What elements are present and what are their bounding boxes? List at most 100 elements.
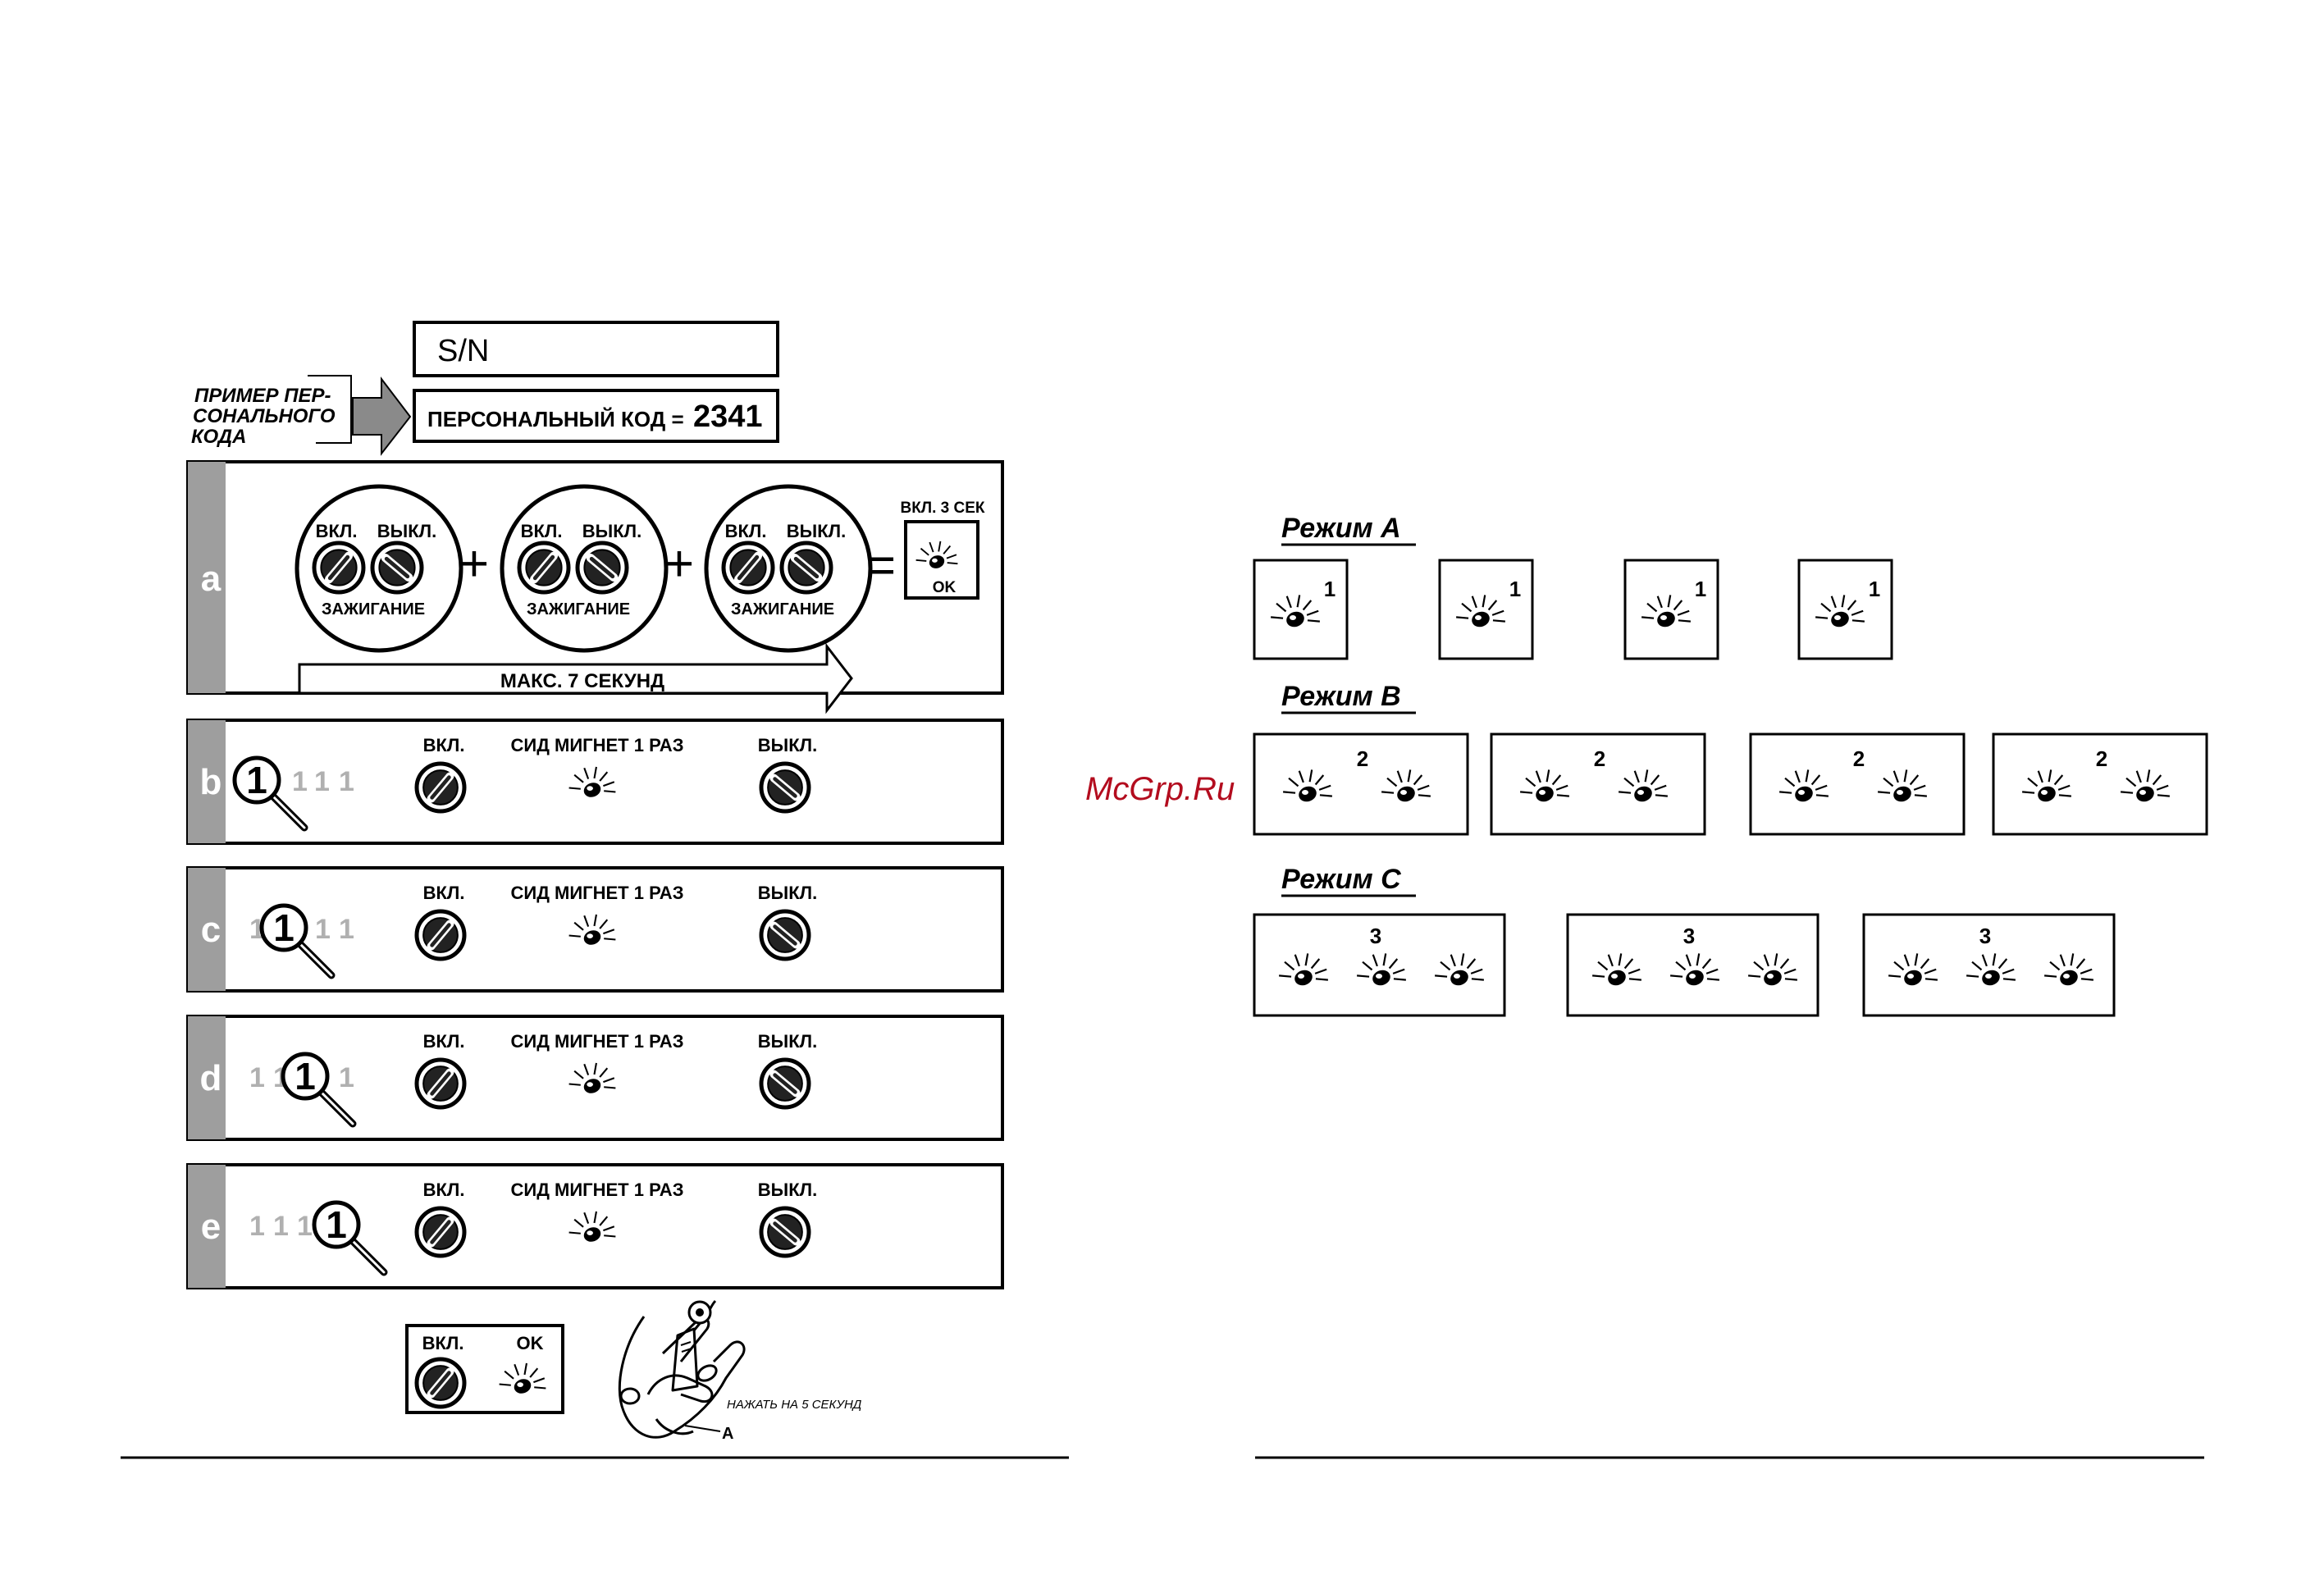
key-on-icon xyxy=(414,1357,467,1409)
ignition-switch-group: ВКЛ.ВЫКЛ.ЗАЖИГАНИЕ xyxy=(294,484,463,653)
blink-count: 1 xyxy=(1695,577,1706,601)
key-on-icon xyxy=(414,761,467,814)
led-flash-icon xyxy=(1279,953,1328,986)
press-caption: НАЖАТЬ НА 5 СЕКУНД xyxy=(727,1398,862,1412)
led-flash-icon xyxy=(1641,595,1691,627)
step-letter: c xyxy=(201,910,221,950)
led-flash-icon xyxy=(2044,953,2093,986)
mode-c-box: 3 xyxy=(1862,913,2116,1017)
led-flash-icon xyxy=(1271,595,1320,627)
key-on-icon xyxy=(414,1057,467,1110)
step-strip xyxy=(188,868,226,991)
key-off-icon xyxy=(759,1206,811,1258)
focused-digit: 1 xyxy=(246,759,267,801)
off-label: ВЫКЛ. xyxy=(758,1180,817,1200)
key-off-icon xyxy=(575,541,629,595)
led-flash-icon xyxy=(1878,769,1927,802)
magnifier-icon: 1 xyxy=(312,1200,388,1276)
step-strip xyxy=(188,720,226,843)
led-flash-icon xyxy=(1435,953,1484,986)
led-label: СИД МИГНЕТ 1 РАЗ xyxy=(511,883,684,903)
led-flash-icon xyxy=(568,766,616,797)
mode-b-box: 2 xyxy=(1253,732,1469,836)
led-flash-icon xyxy=(1670,953,1719,986)
led-flash-icon xyxy=(1888,953,1938,986)
step-letter: d xyxy=(200,1058,222,1098)
code-digit: 1 xyxy=(249,1211,265,1242)
on-label: ВКЛ. xyxy=(422,1333,464,1353)
off-label: ВЫКЛ. xyxy=(758,735,817,755)
hand-press-icon xyxy=(618,1299,746,1439)
serial-number-box xyxy=(413,321,779,377)
magnifier-icon: 1 xyxy=(232,755,308,832)
led-flash-icon xyxy=(2121,769,2170,802)
led-flash-icon xyxy=(1815,595,1865,627)
blink-box xyxy=(1438,559,1534,660)
code-digit: 1 xyxy=(339,766,354,797)
blink-count: 3 xyxy=(1370,924,1381,948)
on-label: ВКЛ. xyxy=(316,521,358,541)
key-off-icon xyxy=(370,541,424,595)
on-label: ВКЛ. xyxy=(521,521,563,541)
step-a-panel: aВКЛ.ВЫКЛ.ЗАЖИГАНИЕВКЛ.ВЫКЛ.ЗАЖИГАНИЕВКЛ… xyxy=(186,460,1004,714)
blink-box xyxy=(1797,559,1893,660)
focused-digit: 1 xyxy=(294,1055,316,1098)
pointer-arrow-icon xyxy=(352,376,412,456)
led-label: СИД МИГНЕТ 1 РАЗ xyxy=(511,735,684,755)
led-flash-icon xyxy=(1779,769,1829,802)
blink-count: 1 xyxy=(1869,577,1880,601)
focused-digit: 1 xyxy=(326,1203,347,1246)
focused-digit: 1 xyxy=(273,906,294,949)
personal-code-label: ПЕРСОНАЛЬНЫЙ КОД = xyxy=(427,407,684,431)
step-letter: a xyxy=(201,559,221,599)
mode-a-box: 1 xyxy=(1797,559,1893,660)
pointer-line xyxy=(684,1425,721,1432)
plus-sign: + xyxy=(664,536,694,592)
mode-a-box: 1 xyxy=(1438,559,1534,660)
ignition-switch-group: ВКЛ.ВЫКЛ.ЗАЖИГАНИЕ xyxy=(704,484,873,653)
timer-arrow-icon xyxy=(298,642,853,714)
mode-b-box: 2 xyxy=(1490,732,1706,836)
mode-b-box: 2 xyxy=(1749,732,1966,836)
key-on-icon xyxy=(414,1206,467,1258)
led-label: СИД МИГНЕТ 1 РАЗ xyxy=(511,1180,684,1200)
final-confirmation: ВКЛ. OK xyxy=(405,1324,564,1414)
led-flash-icon xyxy=(1592,953,1641,986)
blink-count: 3 xyxy=(1683,924,1695,948)
ok-label: OK xyxy=(517,1333,544,1353)
blink-box xyxy=(1749,732,1966,836)
led-flash-icon xyxy=(568,914,616,945)
led-flash-icon xyxy=(1748,953,1797,986)
step-strip xyxy=(188,1016,226,1139)
key-off-icon xyxy=(759,909,811,961)
key-on-icon xyxy=(517,541,571,595)
magnifier-icon: 1 xyxy=(259,903,336,979)
mode-a-box: 1 xyxy=(1253,559,1349,660)
off-label: ВЫКЛ. xyxy=(758,883,817,903)
mode-a-box: 1 xyxy=(1623,559,1719,660)
off-label: ВЫКЛ. xyxy=(377,521,436,541)
magnifier-icon: 1 xyxy=(281,1052,357,1128)
ignition-label: ЗАЖИГАНИЕ xyxy=(731,600,834,618)
code-digit: 1 xyxy=(297,1211,313,1242)
led-flash-icon xyxy=(1456,595,1505,627)
led-flash-icon xyxy=(1357,953,1406,986)
on-label: ВКЛ. xyxy=(423,1031,465,1052)
led-label: СИД МИГНЕТ 1 РАЗ xyxy=(511,1031,684,1052)
code-digit: 1 xyxy=(314,766,330,797)
ignition-label: ЗАЖИГАНИЕ xyxy=(527,600,630,618)
caption-line: ПРИМЕР ПЕР- xyxy=(194,385,331,407)
blink-box xyxy=(1862,913,2116,1017)
off-label: ВЫКЛ. xyxy=(582,521,641,541)
code-digit: 1 xyxy=(339,914,354,945)
blink-box xyxy=(1253,913,1506,1017)
on-label: ВКЛ. xyxy=(423,883,465,903)
personal-code-box xyxy=(413,389,779,443)
led-ok-icon xyxy=(915,541,958,568)
on-label: ВКЛ. xyxy=(423,735,465,755)
